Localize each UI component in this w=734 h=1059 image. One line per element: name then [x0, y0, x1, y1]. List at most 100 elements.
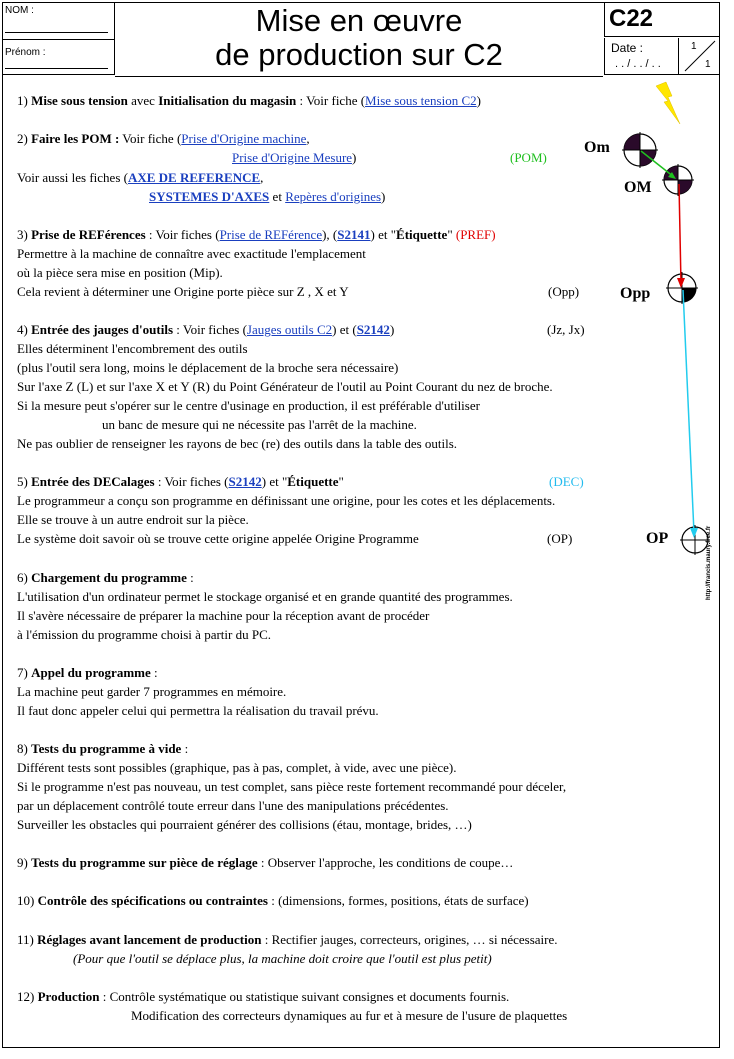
section-12-line-1: 12) Production : Contrôle systématique o… — [17, 989, 509, 1005]
link-axe-de-reference[interactable]: AXE DE REFERENCE — [127, 170, 261, 185]
link-prise-de-reference[interactable]: Prise de REFérence — [219, 227, 323, 242]
label-om-lower: OM — [624, 179, 652, 196]
page-number-box: 1 1 — [678, 38, 720, 75]
section-7-line-3: Il faut donc appeler celui qui permettra… — [17, 703, 379, 718]
section-11-line-2: (Pour que l'outil se déplace plus, la ma… — [73, 951, 492, 966]
section-5-line-1: 5) Entrée des DECalages : Voir fiches (S… — [17, 474, 344, 490]
text: ) — [476, 93, 481, 108]
section-3-line-1: 3) Prise de REFérences : Voir fiches (Pr… — [17, 227, 496, 243]
title-line-2: de production sur C2 — [215, 37, 503, 72]
text: Voir fiche ( — [119, 131, 182, 146]
section-title: Faire les POM : — [31, 131, 120, 146]
section-num: 12) — [17, 989, 38, 1004]
section-4-line-4: Sur l'axe Z (L) et sur l'axe X et Y (R) … — [17, 379, 553, 394]
section-4-line-3: (plus l'outil sera long, moins le déplac… — [17, 360, 399, 375]
text: Voir aussi les fiches ( — [17, 170, 128, 185]
section-12-line-2: Modification des correcteurs dynamiques … — [131, 1008, 568, 1023]
section-5-line-2: Le programmeur a conçu son programme en … — [17, 493, 556, 508]
link-mise-sous-tension[interactable]: Mise sous tension C2 — [365, 93, 477, 108]
prenom-field[interactable]: Prénom : — [2, 40, 114, 74]
text: ), ( — [322, 227, 338, 242]
section-7-line-1: 7) Appel du programme : — [17, 665, 158, 681]
section-num: 1) — [17, 93, 32, 108]
text: avec — [127, 93, 159, 108]
section-5-line-3: Elle se trouve à un autre endroit sur la… — [17, 512, 249, 527]
text: : — [150, 665, 158, 680]
text: : — [181, 741, 189, 756]
date-value: . . / . . / . . — [615, 58, 661, 70]
text: : Voir fiches ( — [154, 474, 229, 489]
page-frame — [2, 2, 720, 1048]
link-prise-origine-mesure[interactable]: Prise d'Origine Mesure — [232, 150, 353, 165]
origin-om-lower-icon — [662, 164, 694, 196]
text: , — [260, 170, 264, 185]
text-etiquette: Étiquette — [287, 474, 339, 489]
text: ) et ( — [332, 322, 357, 337]
section-10-line-1: 10) Contrôle des spécifications ou contr… — [17, 893, 529, 909]
prenom-label: Prénom : — [5, 47, 46, 58]
section-title: Tests du programme sur pièce de réglage — [31, 855, 258, 870]
section-title: Entrée des DECalages — [31, 474, 155, 489]
opp-tag: (Opp) — [548, 284, 580, 299]
origin-om-upper-icon — [622, 132, 658, 168]
section-2-line-4: SYSTEMES D'AXES et Repères d'origines) — [149, 189, 385, 205]
prenom-underline — [5, 68, 108, 69]
label-om-upper: Om — [584, 139, 610, 156]
text: ) — [352, 150, 357, 165]
section-3-line-2: Permettre à la machine de connaître avec… — [17, 246, 366, 261]
origin-opp-icon — [666, 272, 698, 304]
label-opp: Opp — [620, 285, 651, 302]
pom-arrow-head — [668, 172, 676, 179]
page-title: Mise en œuvre de production sur C2 — [115, 2, 603, 77]
section-title: Contrôle des spécifications ou contraint… — [37, 893, 268, 908]
section-6-line-4: à l'émission du programme choisi à parti… — [17, 627, 271, 642]
section-title: Appel du programme — [31, 665, 151, 680]
section-4-line-5: Si la mesure peut s'opérer sur le centre… — [17, 398, 480, 413]
link-s2142[interactable]: S2142 — [356, 322, 390, 337]
pom-arrow — [640, 150, 675, 178]
page-num: 1 — [691, 41, 697, 52]
section-title-2: Initialisation du magasin — [158, 93, 297, 108]
pref-arrow-head — [677, 278, 685, 288]
section-4-line-2: Elles déterminent l'encombrement des out… — [17, 341, 248, 356]
jz-jx-tag: (Jz, Jx) — [547, 322, 585, 337]
pref-tag: (PREF) — [455, 227, 496, 242]
link-prise-origine-machine[interactable]: Prise d'Origine machine — [181, 131, 307, 146]
text: : — [186, 570, 194, 585]
section-5-line-4: Le système doit savoir où se trouve cett… — [17, 531, 419, 546]
nom-field[interactable]: NOM : — [2, 2, 114, 40]
section-3-line-3: où la pièce sera mise en position (Mip). — [17, 265, 223, 280]
section-8-line-1: 8) Tests du programme à vide : — [17, 741, 188, 757]
op-tag: (OP) — [547, 531, 573, 546]
link-s2142-dec[interactable]: S2142 — [228, 474, 262, 489]
link-jauges-outils[interactable]: Jauges outils C2 — [246, 322, 333, 337]
label-op: OP — [646, 530, 669, 547]
text: : Contrôle systématique ou statistique s… — [99, 989, 510, 1004]
section-title: Mise sous tension — [31, 93, 128, 108]
section-9-line-1: 9) Tests du programme sur pièce de régla… — [17, 855, 513, 871]
section-3-line-4: Cela revient à déterminer une Origine po… — [17, 284, 349, 299]
title-line-1: Mise en œuvre — [255, 3, 463, 38]
dec-tag: (DEC) — [549, 474, 584, 489]
text: : Voir fiches ( — [145, 227, 220, 242]
link-s2141[interactable]: S2141 — [337, 227, 371, 242]
section-8-line-5: Surveiller les obstacles qui pourraient … — [17, 817, 472, 832]
section-2-line-1: 2) Faire les POM : Voir fiche (Prise d'O… — [17, 131, 310, 147]
text: , — [306, 131, 310, 146]
text: : Rectifier jauges, correcteurs, origine… — [261, 932, 558, 947]
date-box: Date : . . / . . / . . — [604, 38, 679, 75]
text: et — [269, 189, 286, 204]
section-num: 9) — [17, 855, 32, 870]
dec-arrow-head — [690, 528, 698, 538]
text: : (dimensions, formes, positions, états … — [267, 893, 529, 908]
text: ) et " — [261, 474, 288, 489]
link-reperes-origines[interactable]: Repères d'origines — [285, 189, 382, 204]
section-title: Prise de REFérences — [31, 227, 146, 242]
pom-tag: (POM) — [510, 150, 547, 165]
section-6-line-2: L'utilisation d'un ordinateur permet le … — [17, 589, 513, 604]
section-title: Chargement du programme — [31, 570, 187, 585]
section-8-line-4: par un déplacement contrôlé toute erreur… — [17, 798, 449, 813]
link-systemes-axes[interactable]: SYSTEMES D'AXES — [149, 189, 270, 204]
text: ) — [381, 189, 386, 204]
